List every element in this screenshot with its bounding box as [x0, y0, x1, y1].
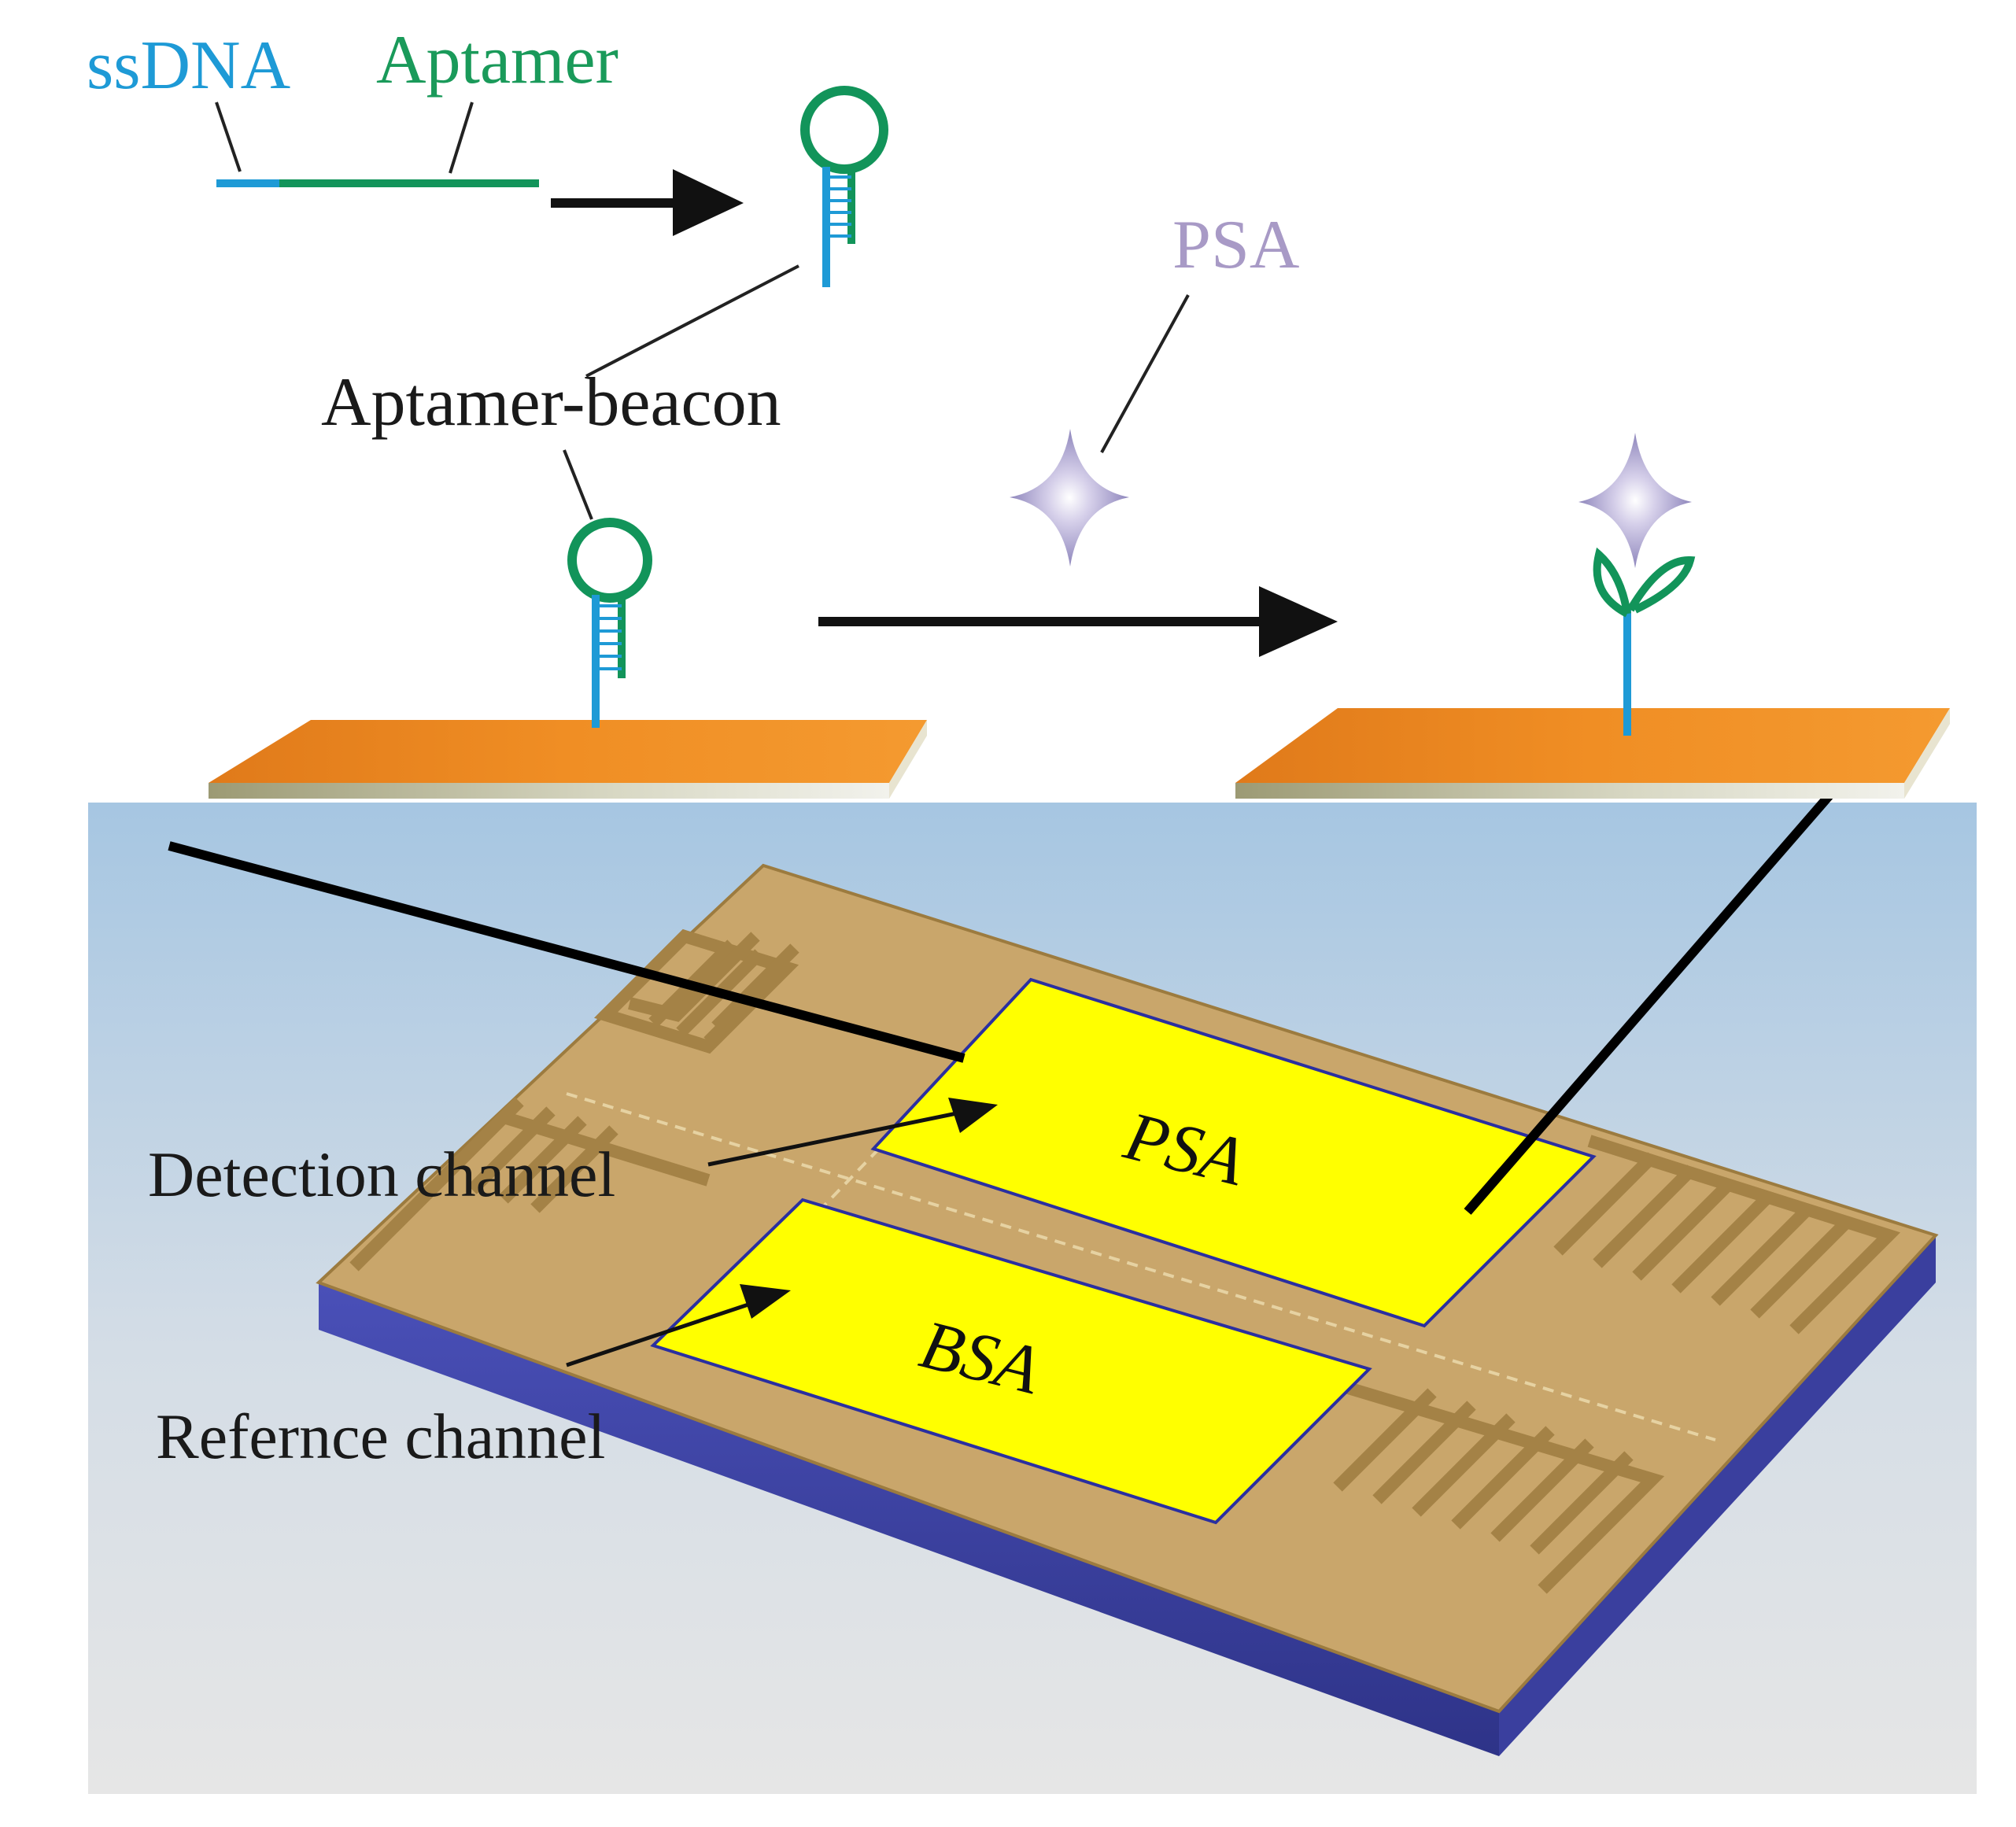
- ssdna-label: ssDNA: [87, 28, 290, 104]
- reference-channel-arrow: [566, 1296, 768, 1367]
- psa-molecule: [1010, 429, 1129, 567]
- zoom-line-left: [168, 841, 966, 1063]
- reference-channel-label: Refernce channel: [156, 1401, 605, 1472]
- binding-arrow: [818, 586, 1338, 657]
- bsa-reference-channel: [650, 1198, 1372, 1525]
- sensor-chip: PSA BSA: [316, 863, 1939, 1756]
- chip-base-front: [319, 1283, 1499, 1756]
- detection-channel-arrow: [707, 1107, 977, 1167]
- psa-label: PSA: [1172, 207, 1299, 283]
- ssdna-leader-line: [215, 102, 242, 172]
- reference-channel-arrowhead: [740, 1284, 791, 1319]
- detection-channel-arrowhead: [948, 1098, 998, 1133]
- gold-surface-left: [209, 720, 927, 799]
- psa-detection-channel: [870, 977, 1597, 1328]
- electrode-top-right: [1553, 1135, 1900, 1334]
- beacon-leader-top: [585, 264, 799, 378]
- aptamer-label: Aptamer: [376, 22, 618, 98]
- electrode-top-left: [593, 928, 799, 1054]
- gold-surface-right: [1235, 708, 1950, 799]
- aptamer-leader-line: [449, 102, 474, 174]
- detection-channel-label: Detection channel: [148, 1139, 615, 1210]
- folding-arrow: [551, 169, 744, 236]
- aptamer-beacon-label: Aptamer-beacon: [321, 364, 781, 441]
- electrode-lower-right: [1333, 1379, 1665, 1594]
- chip-divider-vertical: [817, 998, 1025, 1213]
- psa-leader-line: [1100, 294, 1190, 453]
- electrode-lower-left: [349, 1097, 711, 1272]
- beacon-leader-bottom: [563, 449, 593, 520]
- chip-base-right: [1499, 1235, 1936, 1756]
- psa-molecule-bound: [1578, 433, 1692, 568]
- aptamer-beacon-immobilized: [567, 518, 652, 728]
- aptamer-beacon-folded: [800, 86, 888, 287]
- zoom-line-right: [1464, 788, 1837, 1215]
- aptamer-psa-complex: [1593, 547, 1696, 736]
